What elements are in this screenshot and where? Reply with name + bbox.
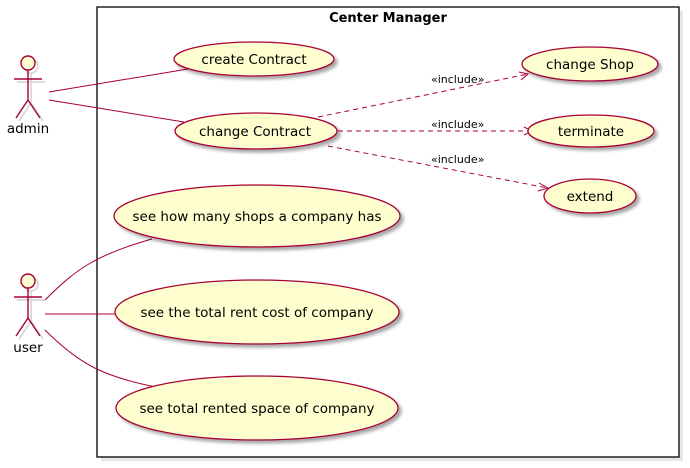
actor-admin-label: admin: [7, 121, 49, 137]
usecase-change-shop[interactable]: [521, 46, 659, 82]
usecase-terminate[interactable]: [527, 114, 655, 148]
actor-admin[interactable]: admin: [7, 55, 49, 137]
association-admin-change-contract: [48, 99, 185, 123]
include-dependencies: [317, 73, 549, 189]
usecase-rented-space-label: see total rented space of company: [139, 401, 374, 417]
usecase-create-contract[interactable]: [173, 41, 335, 77]
usecase-rent-cost[interactable]: [114, 279, 400, 345]
association-user-shops-count: [44, 238, 153, 301]
actor-user[interactable]: user: [13, 273, 45, 356]
usecase-shops-count[interactable]: [113, 184, 401, 248]
include-label-extend: «include»: [431, 153, 484, 166]
include-label-terminate: «include»: [431, 118, 484, 131]
use-cases: [113, 41, 659, 441]
include-line-extend: [327, 145, 549, 189]
association-admin-create-contract: [48, 68, 189, 93]
usecase-terminate-label: terminate: [558, 124, 624, 140]
actor-user-label: user: [13, 340, 43, 356]
usecase-create-contract-label: create Contract: [201, 52, 306, 68]
use-case-labels: create Contract change Contract change S…: [132, 52, 633, 417]
include-arrowhead-extend: [537, 182, 550, 192]
include-label-change-shop: «include»: [431, 73, 484, 86]
actor-admin-figure-icon: [14, 55, 42, 119]
usecase-extend-label: extend: [567, 189, 614, 205]
associations: [44, 68, 189, 388]
include-labels: «include» «include» «include»: [431, 73, 484, 166]
usecase-change-contract-label: change Contract: [199, 124, 311, 140]
association-user-rented-space: [44, 329, 157, 388]
usecase-rented-space[interactable]: [115, 375, 399, 441]
usecase-shops-count-label: see how many shops a company has: [132, 209, 381, 225]
include-arrowhead-change-shop: [518, 71, 530, 81]
actor-user-figure-icon: [14, 273, 42, 337]
usecase-extend[interactable]: [543, 178, 637, 214]
usecase-change-contract[interactable]: [174, 112, 338, 150]
usecase-change-shop-label: change Shop: [546, 57, 634, 73]
system-title: Center Manager: [329, 11, 447, 26]
usecase-rent-cost-label: see the total rent cost of company: [140, 305, 373, 321]
